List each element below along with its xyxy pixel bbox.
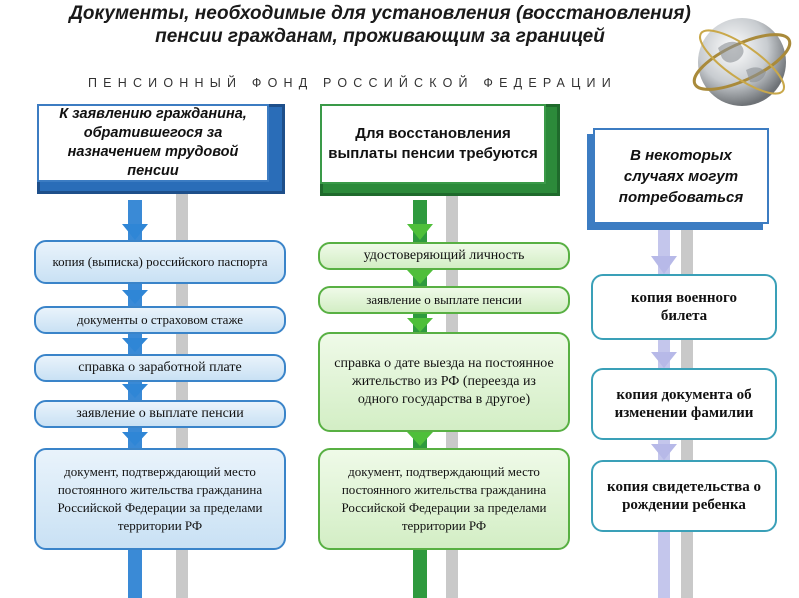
left-item-passport: копия (выписка) российского паспорта xyxy=(34,240,286,284)
left-arrow-icon xyxy=(122,338,148,352)
right-item-birth-certificate: копия свидетельства о рождении ребенка xyxy=(591,460,777,532)
right-arrow-icon xyxy=(651,352,677,368)
left-column-heading: К заявлению гражданина, обратившегося за… xyxy=(37,104,269,182)
right-item-military-id: копия военного билета xyxy=(591,274,777,340)
middle-column-heading: Для восстановления выплаты пенсии требую… xyxy=(320,104,546,184)
right-arrow-icon xyxy=(651,256,677,274)
middle-arrow-icon xyxy=(407,432,433,446)
right-column-heading: В некоторых случаях могут потребоваться xyxy=(593,128,769,224)
middle-arrow-icon xyxy=(407,224,433,240)
right-item-name-change: копия документа об изменении фамилии xyxy=(591,368,777,440)
page-title: Документы, необходимые для установления … xyxy=(69,3,691,47)
middle-arrow-icon xyxy=(407,318,433,332)
left-arrow-icon xyxy=(122,224,148,240)
globe-icon xyxy=(692,18,792,106)
middle-arrow-icon xyxy=(407,270,433,284)
left-item-salary-certificate: справка о заработной плате xyxy=(34,354,286,382)
middle-item-payment-application: заявление о выплате пенсии xyxy=(318,286,570,314)
middle-item-identity: удостоверяющий личность xyxy=(318,242,570,270)
left-item-insurance-record: документы о страховом стаже xyxy=(34,306,286,334)
right-arrow-icon xyxy=(651,444,677,460)
middle-item-residence-document: документ, подтверждающий место постоянно… xyxy=(318,448,570,550)
left-arrow-icon xyxy=(122,384,148,398)
left-column-heading-frame: К заявлению гражданина, обратившегося за… xyxy=(37,104,285,194)
page-subtitle: ПЕНСИОННЫЙ ФОНД РОССИЙСКОЙ ФЕДЕРАЦИИ xyxy=(88,76,617,90)
left-arrow-icon xyxy=(122,290,148,304)
left-arrow-icon xyxy=(122,432,148,446)
middle-column-heading-frame: Для восстановления выплаты пенсии требую… xyxy=(320,104,560,196)
left-item-residence-document: документ, подтверждающий место постоянно… xyxy=(34,448,286,550)
middle-item-departure-certificate: справка о дате выезда на постоянное жите… xyxy=(318,332,570,432)
left-item-payment-application: заявление о выплате пенсии xyxy=(34,400,286,428)
